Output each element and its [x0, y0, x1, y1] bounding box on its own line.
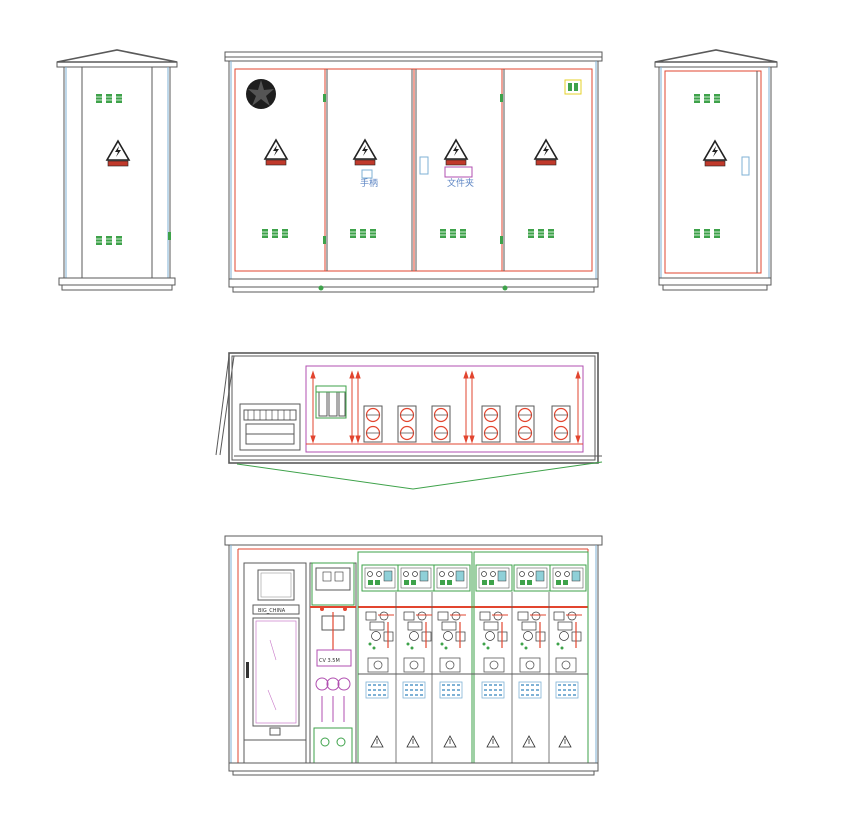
vent-louver-icon	[693, 228, 721, 239]
high-voltage-warning-icon	[264, 139, 288, 166]
vent-louver-icon	[261, 228, 289, 239]
door-handle-icon[interactable]	[741, 156, 750, 176]
door-handle-icon[interactable]	[419, 156, 429, 175]
cable-tag: CV 3.5M	[319, 658, 340, 664]
front-elevation: 手柄 文件夹	[224, 51, 603, 293]
hand-cart-label: 手柄	[360, 177, 378, 189]
vent-louver-icon	[439, 228, 467, 239]
interior-front-view: BIG_CHINA CV 3.5M	[224, 535, 603, 776]
plan-view	[215, 352, 603, 490]
vent-louver-icon	[693, 93, 721, 104]
high-voltage-warning-icon	[534, 139, 558, 166]
right-side-elevation	[654, 49, 778, 291]
high-voltage-warning-icon	[106, 140, 130, 167]
docs-box-label: 文件夹	[447, 177, 474, 189]
vent-louver-icon	[95, 235, 123, 246]
high-voltage-warning-icon	[703, 140, 727, 167]
cooling-fan-icon	[246, 79, 276, 109]
meter-nameplate: BIG_CHINA	[258, 608, 286, 614]
vent-louver-icon	[527, 228, 555, 239]
vent-louver-icon	[349, 228, 377, 239]
high-voltage-warning-icon	[353, 139, 377, 166]
left-side-elevation	[56, 49, 178, 291]
vent-louver-icon	[95, 93, 123, 104]
high-voltage-warning-icon	[444, 139, 468, 166]
